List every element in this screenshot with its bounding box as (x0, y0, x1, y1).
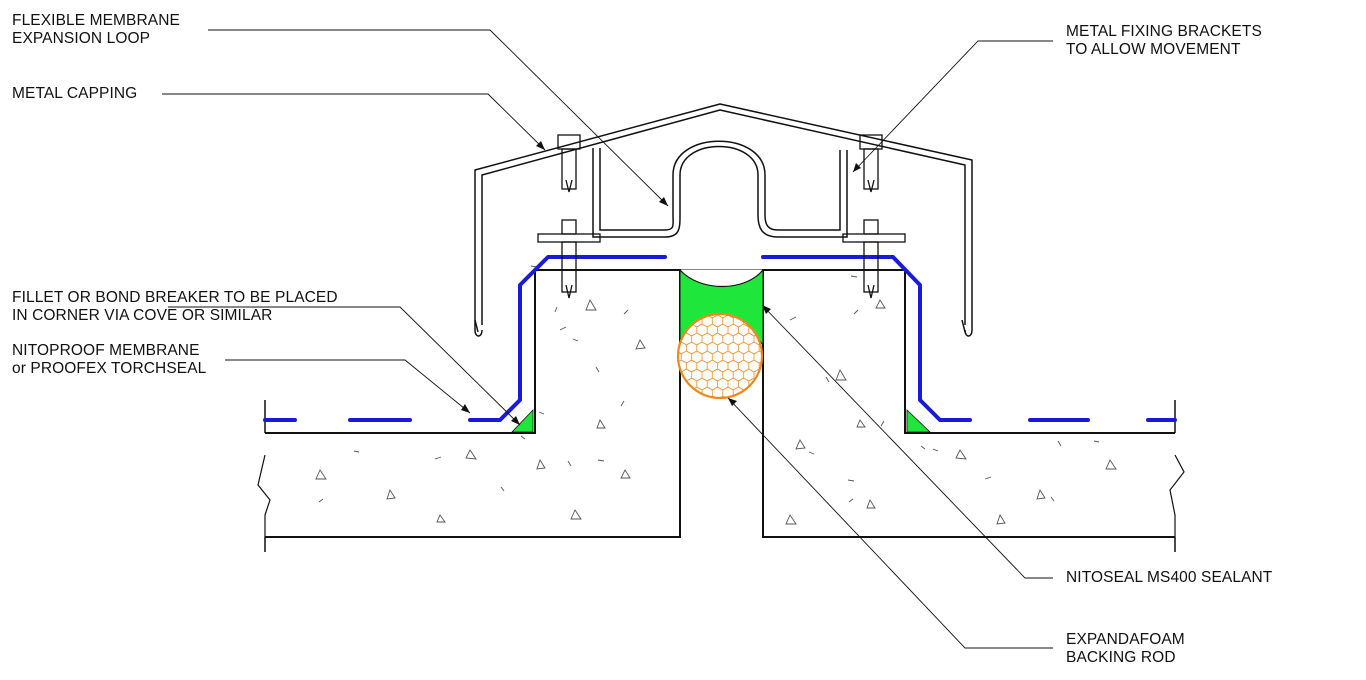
leader-fixing-brackets (852, 40, 1053, 173)
nitoproof-membrane (263, 255, 1177, 422)
label-fixing-brackets: METAL FIXING BRACKETS TO ALLOW MOVEMENT (1066, 23, 1262, 59)
label-line: FILLET OR BOND BREAKER TO BE PLACED (12, 289, 338, 306)
label-line: EXPANSION LOOP (12, 30, 151, 47)
left-fixing-bracket (537, 134, 601, 299)
label-line: METAL FIXING BRACKETS (1066, 23, 1262, 40)
leader-nitoproof (225, 359, 471, 414)
leader-metal-capping (162, 93, 546, 151)
label-nitoseal: NITOSEAL MS400 SEALANT (1066, 569, 1272, 587)
label-line: or PROOFEX TORCHSEAL (12, 360, 207, 377)
label-line: EXPANDAFOAM (1066, 631, 1185, 648)
leader-fillet (168, 306, 521, 426)
label-line: NITOPROOF MEMBRANE (12, 342, 200, 359)
label-line: TO ALLOW MOVEMENT (1066, 41, 1241, 58)
label-line: IN CORNER VIA COVE OR SIMILAR (12, 307, 273, 324)
leader-nitoseal (761, 304, 1053, 579)
label-line: BACKING ROD (1066, 649, 1176, 666)
leader-flexible-membrane (208, 29, 669, 207)
left-fillet (511, 409, 534, 433)
label-line: METAL CAPPING (12, 85, 138, 102)
leader-arrowheads (461, 141, 861, 425)
sealant-meniscus (679, 269, 764, 287)
left-concrete-slab (257, 269, 681, 552)
label-line: NITOSEAL MS400 SEALANT (1066, 569, 1273, 586)
right-concrete-slab (762, 269, 1185, 552)
right-fixing-bracket (842, 134, 906, 299)
label-flexible-membrane: FLEXIBLE MEMBRANE EXPANSION LOOP (12, 12, 180, 48)
expandafoam-backing-rod (676, 312, 764, 400)
label-nitoproof: NITOPROOF MEMBRANE or PROOFEX TORCHSEAL (12, 342, 206, 378)
leader-expandafoam (727, 397, 1053, 649)
leader-lines (162, 29, 1053, 649)
right-fillet (906, 409, 931, 433)
flexible-membrane-expansion-loop (592, 140, 848, 238)
label-metal-capping: METAL CAPPING (12, 85, 137, 103)
label-fillet: FILLET OR BOND BREAKER TO BE PLACED IN C… (12, 289, 338, 325)
label-expandafoam: EXPANDAFOAM BACKING ROD (1066, 631, 1185, 667)
metal-capping (474, 103, 973, 337)
concrete-aggregate-texture (315, 265, 1117, 525)
label-line: FLEXIBLE MEMBRANE (12, 12, 180, 29)
